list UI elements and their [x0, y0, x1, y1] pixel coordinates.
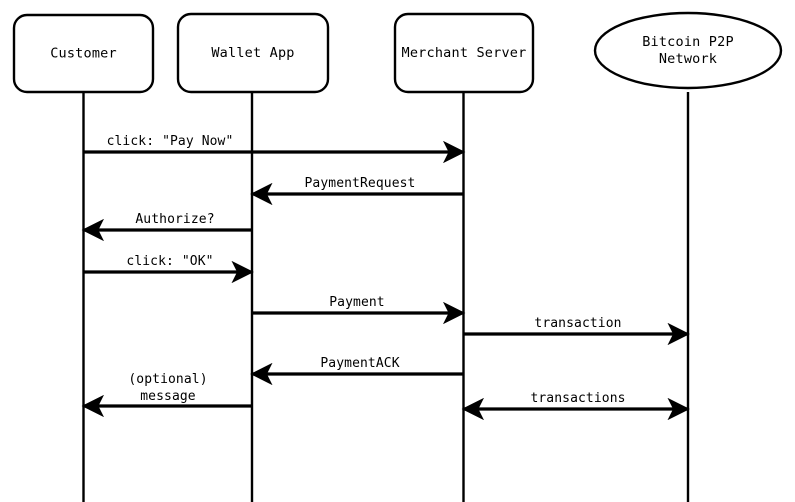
message-payment[interactable]: Payment	[252, 295, 466, 325]
participant-label-wallet-app: Wallet App	[211, 45, 294, 61]
participant-box-customer	[12, 13, 155, 94]
message-label-optional-message: (optional)message	[128, 372, 207, 404]
message-click-pay-now[interactable]: click: "Pay Now"	[83, 134, 466, 164]
participant-label-customer: Customer	[50, 46, 117, 62]
participant-box-wallet-app	[176, 12, 330, 94]
message-label-transactions: transactions	[530, 391, 625, 406]
participants-layer: Customer Wallet App Merchant Server Bitcoin…	[12, 11, 783, 94]
message-payment-ack[interactable]: PaymentACK	[250, 356, 464, 386]
message-label-payment: Payment	[329, 295, 385, 310]
message-label-transaction: transaction	[534, 316, 621, 331]
participant-ellipse-bitcoin-p2p-network	[593, 11, 783, 90]
message-transaction[interactable]: transaction	[463, 316, 690, 346]
message-payment-request[interactable]: PaymentRequest	[250, 176, 464, 206]
participant-box-merchant-server	[393, 12, 535, 94]
participant-merchant-server[interactable]: Merchant Server	[393, 12, 535, 94]
participant-wallet-app[interactable]: Wallet App	[176, 12, 330, 94]
message-authorize[interactable]: Authorize?	[81, 212, 253, 242]
message-optional-message[interactable]: (optional)message	[81, 372, 253, 418]
message-transactions[interactable]: transactions	[461, 391, 690, 421]
participant-label-merchant-server: Merchant Server	[402, 45, 527, 61]
message-label-payment-ack: PaymentACK	[320, 356, 399, 371]
message-label-click-ok: click: "OK"	[126, 254, 213, 269]
messages-layer: click: "Pay Now" PaymentRequestAuthorize?…	[81, 134, 690, 421]
participant-customer[interactable]: Customer	[12, 13, 155, 94]
message-label-authorize: Authorize?	[135, 212, 214, 227]
message-label-payment-request: PaymentRequest	[305, 176, 416, 191]
message-label-click-pay-now: click: "Pay Now"	[107, 134, 234, 149]
message-click-ok[interactable]: click: "OK"	[83, 254, 254, 284]
